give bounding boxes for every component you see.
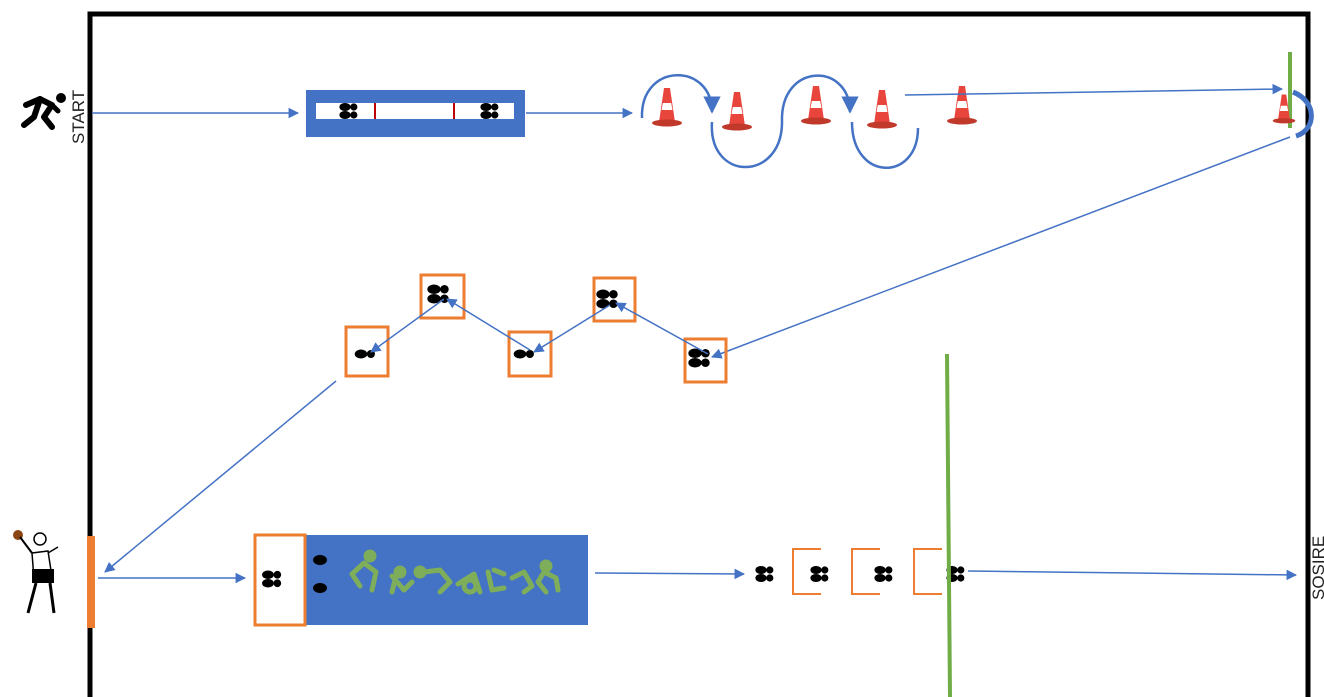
cone-icon bbox=[947, 86, 977, 125]
start-label: START bbox=[69, 90, 88, 144]
footprint-icon bbox=[513, 349, 534, 359]
cone-icon bbox=[652, 88, 682, 127]
arrow bbox=[904, 83, 1284, 96]
cone-icon bbox=[801, 86, 831, 125]
footprint-frames bbox=[755, 548, 964, 595]
cone-icon bbox=[722, 92, 752, 131]
throw-line bbox=[87, 536, 95, 628]
handprint-icon bbox=[313, 555, 327, 593]
footprint-zigzag bbox=[344, 273, 728, 384]
slalom-path bbox=[640, 74, 920, 169]
arrow bbox=[711, 136, 1291, 359]
footprint-icon bbox=[596, 290, 617, 309]
footprint-icon bbox=[427, 285, 448, 304]
zigzag-arrows bbox=[370, 298, 709, 355]
footprint-icon bbox=[688, 349, 709, 368]
exercise-mat bbox=[253, 533, 588, 627]
arrow bbox=[104, 380, 337, 573]
court-border bbox=[87, 11, 1311, 697]
arrow bbox=[594, 568, 746, 580]
finish-zone-line bbox=[945, 353, 952, 697]
cone-icon bbox=[867, 90, 897, 129]
footprint-icon bbox=[874, 566, 892, 582]
exercise-figures-icon bbox=[349, 549, 561, 595]
arrow bbox=[967, 569, 1298, 581]
finish-label: SOSIRE bbox=[1309, 536, 1324, 600]
ball-thrower-icon bbox=[13, 530, 59, 614]
turn-arc bbox=[1291, 89, 1314, 139]
footprint-mat bbox=[306, 90, 525, 137]
footprint-icon bbox=[755, 566, 773, 582]
runner-icon bbox=[21, 93, 66, 130]
footprint-icon bbox=[810, 566, 828, 582]
